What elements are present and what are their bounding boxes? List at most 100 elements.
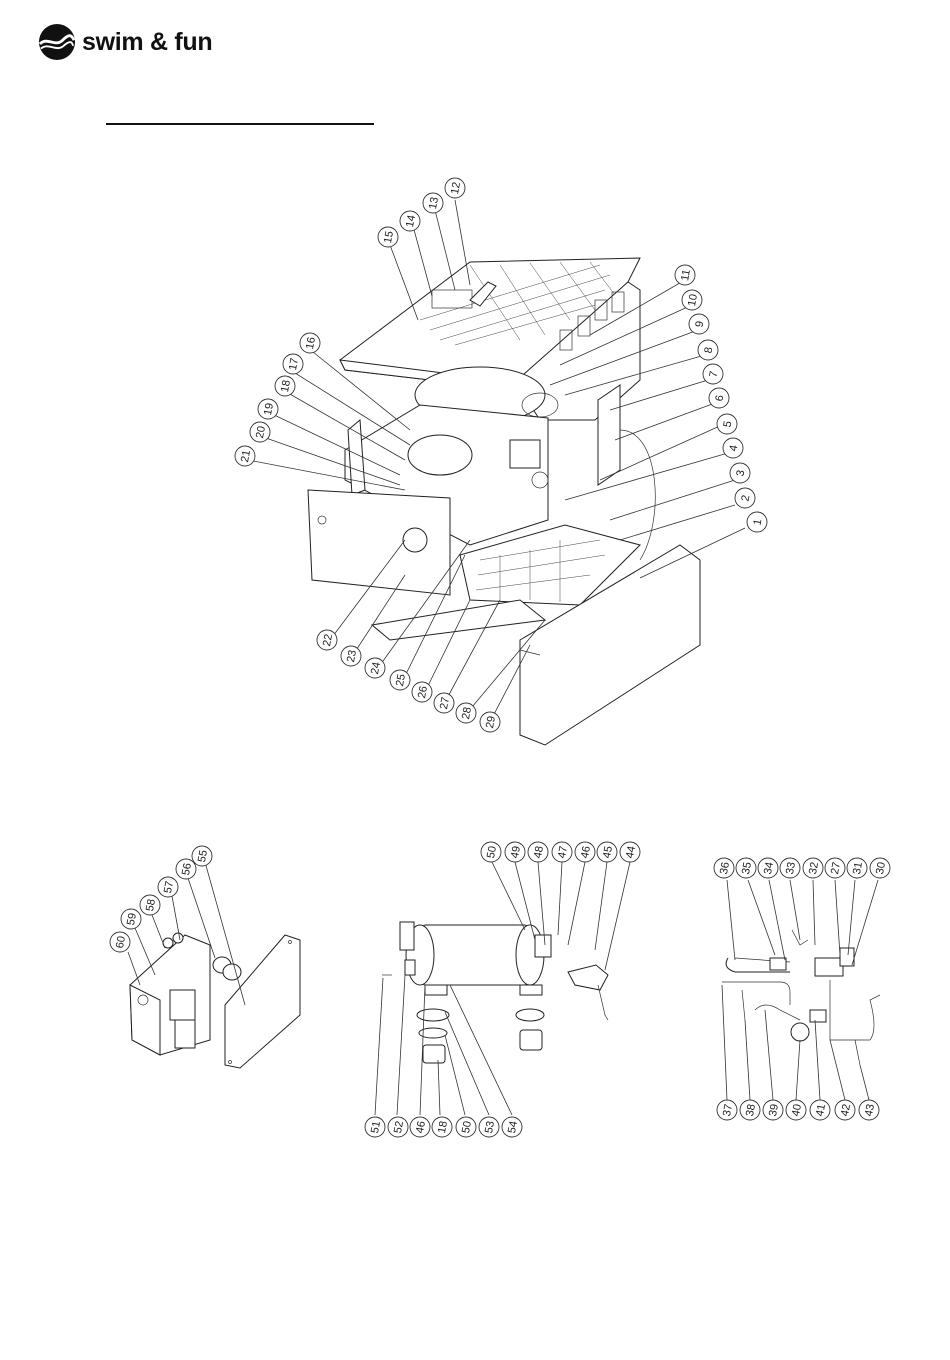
callout-55: 55 [192, 846, 212, 866]
callout-9: 9 [689, 314, 709, 334]
svg-text:31: 31 [851, 861, 865, 875]
svg-text:59: 59 [125, 912, 139, 926]
right-side-plate [598, 385, 655, 560]
callout-26: 26 [412, 682, 432, 702]
svg-text:51: 51 [369, 1120, 383, 1134]
svg-text:32: 32 [807, 861, 821, 875]
callout-35: 35 [736, 858, 756, 878]
callout-18-bottom: 18 [432, 1117, 452, 1137]
svg-text:36: 36 [718, 861, 732, 875]
svg-text:19: 19 [262, 402, 276, 416]
svg-text:30: 30 [874, 861, 888, 875]
callout-4: 4 [723, 438, 743, 458]
svg-text:58: 58 [144, 898, 158, 912]
svg-text:10: 10 [686, 293, 700, 307]
callout-36: 36 [714, 858, 734, 878]
callout-34: 34 [758, 858, 778, 878]
callout-48: 48 [528, 842, 548, 862]
callout-23: 23 [341, 646, 361, 666]
callout-41: 41 [810, 1100, 830, 1120]
svg-text:11: 11 [679, 269, 693, 282]
callout-22: 22 [317, 630, 337, 650]
callout-31: 31 [847, 858, 867, 878]
svg-text:18: 18 [436, 1120, 450, 1134]
callout-21: 21 [235, 446, 255, 466]
callout-58: 58 [140, 895, 160, 915]
callout-47: 47 [552, 842, 572, 862]
callout-49: 49 [505, 842, 525, 862]
callout-46-top: 46 [575, 842, 595, 862]
callout-1: 1 [747, 512, 767, 532]
callout-43: 43 [859, 1100, 879, 1120]
callout-60: 60 [110, 932, 130, 952]
callout-12: 12 [445, 178, 465, 198]
heat-exchanger-diagram [382, 922, 608, 1063]
svg-text:54: 54 [506, 1120, 520, 1134]
callout-19: 19 [258, 399, 278, 419]
callout-13: 13 [423, 193, 443, 213]
svg-text:53: 53 [483, 1120, 497, 1134]
callout-50-top: 50 [481, 842, 501, 862]
svg-text:15: 15 [382, 230, 396, 244]
svg-text:46: 46 [414, 1120, 428, 1134]
svg-text:37: 37 [721, 1103, 735, 1117]
svg-text:35: 35 [740, 861, 754, 875]
callout-54: 54 [502, 1117, 522, 1137]
control-box-diagram [130, 933, 300, 1068]
callout-25: 25 [390, 670, 410, 690]
svg-text:56: 56 [180, 862, 194, 876]
callout-45: 45 [597, 842, 617, 862]
svg-text:12: 12 [449, 181, 463, 195]
svg-text:50: 50 [460, 1120, 474, 1134]
callout-39: 39 [763, 1100, 783, 1120]
callout-3: 3 [730, 463, 750, 483]
callout-24: 24 [365, 658, 385, 678]
front-panel [308, 490, 450, 595]
svg-text:29: 29 [484, 715, 498, 729]
callout-16: 16 [300, 333, 320, 353]
svg-text:34: 34 [762, 861, 776, 875]
callout-46-bottom: 46 [410, 1117, 430, 1137]
callout-11: 11 [675, 265, 695, 285]
svg-text:27: 27 [829, 861, 843, 875]
svg-text:14: 14 [404, 214, 418, 228]
svg-text:46: 46 [579, 845, 593, 859]
svg-text:22: 22 [321, 633, 335, 647]
callout-5: 5 [717, 414, 737, 434]
callout-33: 33 [780, 858, 800, 878]
svg-text:23: 23 [345, 649, 359, 663]
callout-7: 7 [703, 364, 723, 384]
svg-text:57: 57 [162, 880, 176, 894]
callout-8: 8 [698, 340, 718, 360]
callout-52: 52 [388, 1117, 408, 1137]
callout-10: 10 [682, 290, 702, 310]
callout-51: 51 [365, 1117, 385, 1137]
callout-56: 56 [176, 859, 196, 879]
svg-text:17: 17 [287, 357, 301, 371]
svg-text:45: 45 [601, 845, 615, 859]
callout-57: 57 [158, 877, 178, 897]
callout-53: 53 [479, 1117, 499, 1137]
svg-text:21: 21 [239, 449, 253, 463]
svg-text:50: 50 [485, 845, 499, 859]
callout-18: 18 [275, 376, 295, 396]
svg-text:24: 24 [369, 661, 383, 675]
callout-50-bottom: 50 [456, 1117, 476, 1137]
svg-text:49: 49 [509, 845, 523, 859]
callout-42: 42 [835, 1100, 855, 1120]
svg-text:60: 60 [114, 935, 128, 949]
svg-text:52: 52 [392, 1120, 406, 1134]
callout-29: 29 [480, 712, 500, 732]
callout-27-piping: 27 [825, 858, 845, 878]
svg-text:55: 55 [196, 849, 210, 863]
callout-37: 37 [717, 1100, 737, 1120]
svg-text:48: 48 [532, 845, 546, 859]
callout-32: 32 [803, 858, 823, 878]
svg-text:20: 20 [254, 425, 268, 439]
callout-40: 40 [786, 1100, 806, 1120]
callout-6: 6 [709, 388, 729, 408]
svg-text:26: 26 [416, 685, 430, 699]
callout-17: 17 [283, 354, 303, 374]
svg-text:47: 47 [556, 845, 570, 859]
